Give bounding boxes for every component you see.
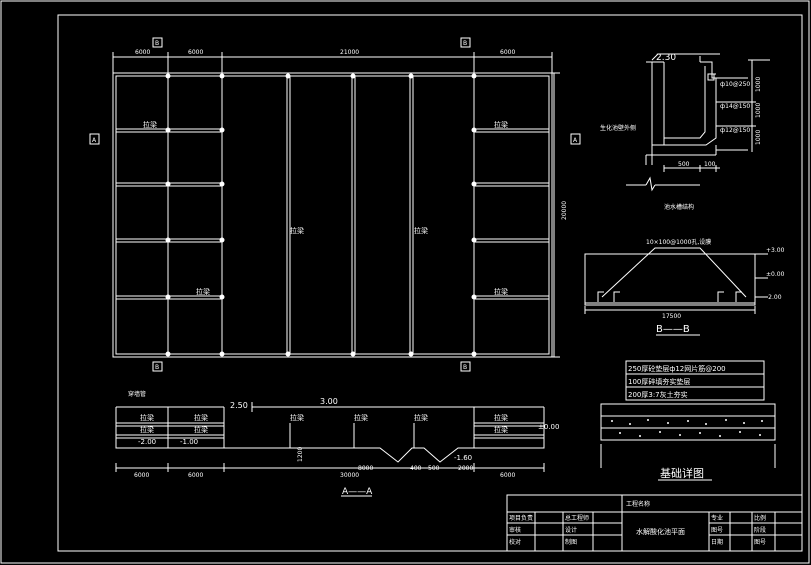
section-markers: B B B B A A <box>89 37 581 372</box>
aa-level-4: -2.00 <box>138 438 156 446</box>
wall-side-note: 生化池壁外侧 <box>600 124 636 132</box>
tb-right-label-6: 图号 <box>754 539 766 546</box>
inner-border <box>57 14 803 552</box>
beam-label: 拉梁 <box>194 425 208 434</box>
aa-left-note: 穿墙管 <box>128 390 146 398</box>
aa-trench-dim-3: 500 <box>428 465 440 472</box>
aa-dim-1: 6000 <box>134 472 149 479</box>
plan-left-cells <box>116 76 223 354</box>
foundation-hatch <box>611 419 763 437</box>
plan-center-bays <box>286 75 414 355</box>
section-aa-title: A——A <box>342 487 373 497</box>
aa-trench-dim-1: 8000 <box>358 465 373 472</box>
aa-dim-4: 6000 <box>500 472 515 479</box>
project-name-label: 工程名称 <box>626 500 650 508</box>
aa-level-3: ±0.00 <box>538 423 559 431</box>
title-block <box>506 494 803 552</box>
beam-label: 拉梁 <box>414 413 428 422</box>
foundation-title: 基础详图 <box>660 466 704 480</box>
plan-dim-4: 6000 <box>500 49 515 56</box>
aa-level-1: 2.50 <box>230 401 248 410</box>
tb-left-label-1: 项目负责 <box>509 514 533 522</box>
beam-label: 拉梁 <box>290 413 304 422</box>
tb-right-label-1: 专业 <box>711 514 723 522</box>
tb-mid-label-1: 总工程师 <box>565 514 589 522</box>
foundation-layer-2: 100厚碎填夯实垫层 <box>628 377 690 386</box>
plan-joints <box>165 73 477 357</box>
tb-left-label-2: 审核 <box>509 526 521 534</box>
tb-left-label-3: 校对 <box>509 538 521 546</box>
plan-dim-1: 6000 <box>135 49 150 56</box>
beam-label: 拉梁 <box>354 413 368 422</box>
section-mark-b-bottom-left: B <box>155 364 159 371</box>
tb-right-label-5: 阶段 <box>754 526 766 534</box>
section-bb-level-2: ±0.00 <box>766 271 785 278</box>
section-mark-b-bottom-right: B <box>463 364 467 371</box>
plan-inner-outline <box>115 75 550 355</box>
foundation-layer-3: 200厚3:7灰土夯实 <box>628 390 688 399</box>
tb-mid-label-2: 设计 <box>565 526 577 534</box>
tb-right-label-2: 图号 <box>711 527 723 534</box>
section-bb-level-1: +3.00 <box>766 247 785 254</box>
plan-dim-2: 6000 <box>188 49 203 56</box>
beam-label: 拉梁 <box>494 425 508 434</box>
beam-label: 拉梁 <box>140 425 154 434</box>
wall-rebar-3: ф12@150 <box>720 127 750 134</box>
foundation-layer-1: 250厚砼垫层ф12网片筋@200 <box>628 364 726 373</box>
aa-dim-2: 6000 <box>188 472 203 479</box>
section-bb-level-3: -2.00 <box>766 294 782 301</box>
tb-right-label-4: 比例 <box>754 514 766 522</box>
section-mark-a-right: A <box>573 137 578 144</box>
wall-rebar-1: ф10@250 <box>720 81 750 88</box>
wall-caption: 池水槽结构 <box>664 203 694 211</box>
section-bb-note: 10×100@1000孔,设膜 <box>646 238 711 246</box>
foundation-drawing <box>600 360 776 481</box>
section-bb-title: B——B <box>656 324 690 335</box>
aa-trench-dim-4: 2000 <box>458 465 473 472</box>
section-mark-b-top-right: B <box>463 40 467 47</box>
section-mark-b-top-left: B <box>155 40 159 47</box>
aa-level-6: -1.60 <box>454 454 472 462</box>
beam-label: 拉梁 <box>414 226 428 235</box>
section-bb-drawing <box>584 247 768 336</box>
beam-label: 拉梁 <box>143 120 157 129</box>
aa-level-5: -1.00 <box>180 438 198 446</box>
wall-vdim-2: 1000 <box>755 103 762 118</box>
wall-vdim-1: 1000 <box>755 77 762 92</box>
aa-level-2: 3.00 <box>320 397 338 406</box>
tb-mid-label-3: 制图 <box>565 538 577 546</box>
wall-rebar-2: ф14@150 <box>720 103 750 110</box>
wall-detail <box>626 53 770 192</box>
wall-base-dim-2: 100 <box>704 161 716 168</box>
plan-outline <box>112 72 553 358</box>
beam-label: 拉梁 <box>290 226 304 235</box>
aa-trench-dim-2: 400 <box>410 465 422 472</box>
section-aa-drawing <box>115 402 545 497</box>
section-mark-a-left: A <box>92 137 97 144</box>
beam-label: 拉梁 <box>494 120 508 129</box>
drawing-name: 水解酸化池平面 <box>636 527 685 536</box>
tb-right-label-3: 日期 <box>711 538 723 546</box>
beam-label: 拉梁 <box>494 413 508 422</box>
beam-label: 拉梁 <box>194 413 208 422</box>
aa-dim-3: 30000 <box>340 472 359 479</box>
beam-label: 拉梁 <box>494 287 508 296</box>
wall-base-dim-1: 500 <box>678 161 690 168</box>
aa-vert-dim: 1200 <box>297 447 304 462</box>
plan-dim-right: 20000 <box>561 201 568 220</box>
plan-dim-3: 21000 <box>340 49 359 56</box>
wall-level-top: 2.30 <box>656 53 676 63</box>
beam-label: 拉梁 <box>196 287 210 296</box>
plan-right-cells <box>473 76 549 354</box>
section-bb-bottom-dim: 17500 <box>662 313 681 320</box>
wall-vdim-3: 1000 <box>755 130 762 145</box>
beam-label: 拉梁 <box>140 413 154 422</box>
